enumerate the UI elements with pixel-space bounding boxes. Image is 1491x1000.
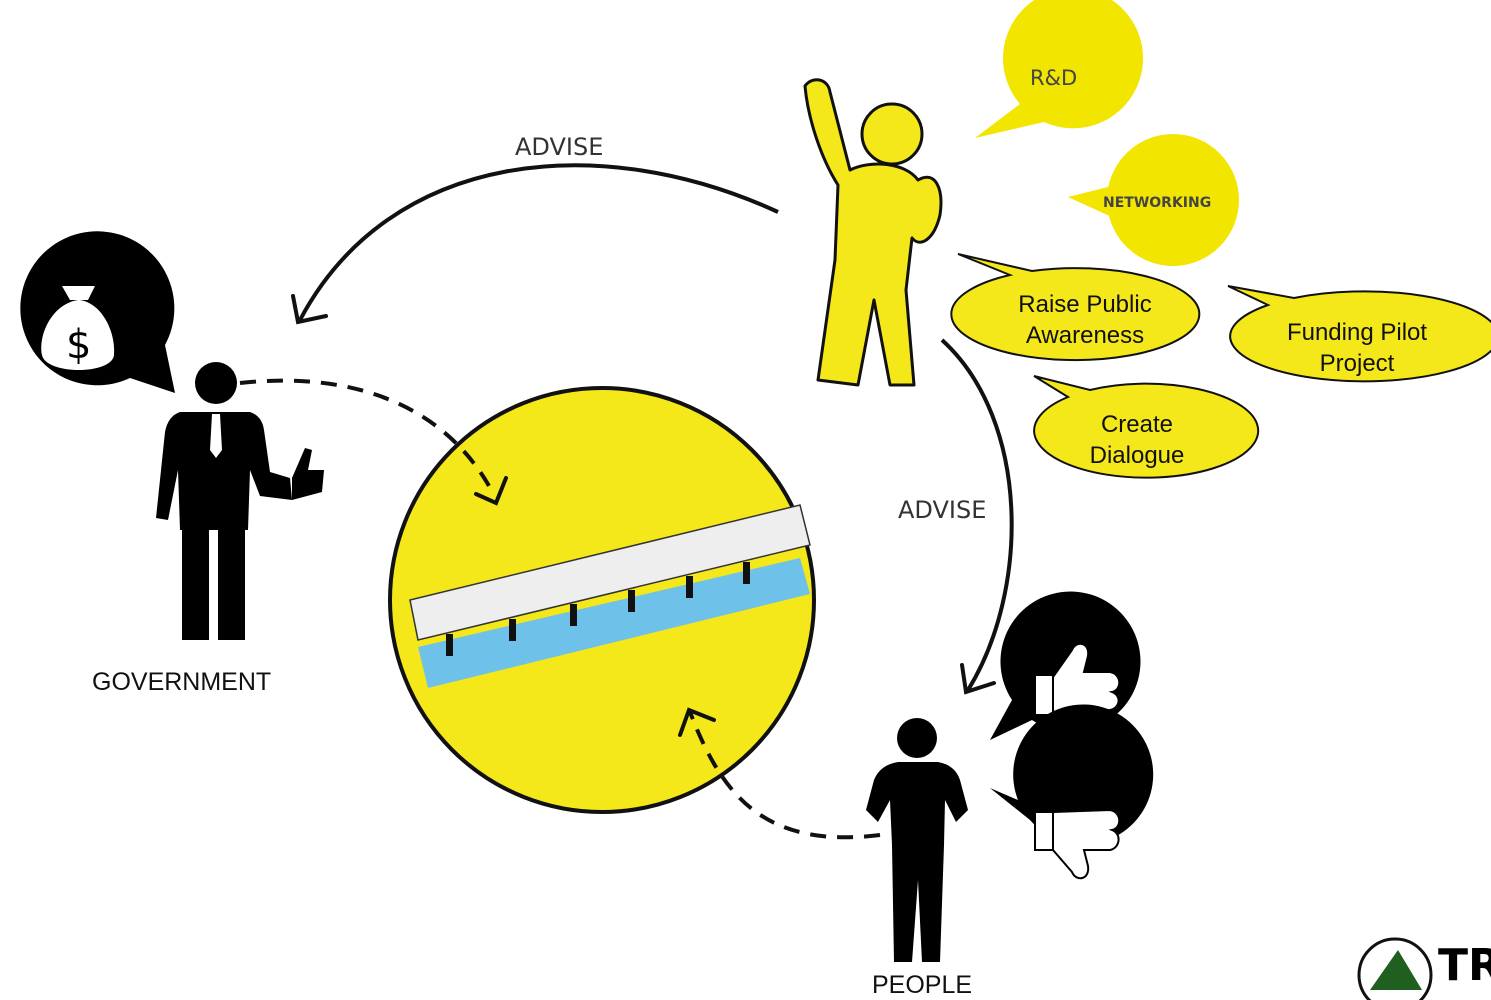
money-bag-currency: $ [66, 322, 91, 368]
government-tie [210, 414, 222, 458]
callout-create-shape [1033, 375, 1260, 479]
callout-funding-line1: Funding Pilot [1287, 319, 1427, 346]
dashed-arrow-people-to-project [688, 711, 881, 840]
advise-label-top: ADVISE [515, 133, 603, 161]
people-figure [866, 718, 968, 962]
rd-bubble: R&D [975, 0, 1144, 138]
people-label: PEOPLE [872, 971, 972, 999]
callout-raise-line2: Awareness [1026, 322, 1144, 349]
thumbs-down-bubble [990, 704, 1154, 880]
advise-arrow-government [298, 163, 779, 321]
rd-bubble-text: R&D [1030, 66, 1077, 90]
bridge-water-band [418, 558, 810, 688]
callout-create-line1: Create [1101, 411, 1173, 438]
advocate-figure [803, 78, 943, 387]
money-bag-bubble: $ [20, 231, 175, 393]
advocate-head [860, 102, 924, 166]
advise-arrow-people [940, 338, 1014, 692]
government-leg-right [218, 528, 245, 640]
government-head [195, 362, 237, 404]
rd-bubble-shape [975, 0, 1144, 138]
central-project-circle [388, 386, 816, 814]
thumbs-down-hand-shape [1052, 808, 1121, 880]
advocate-body [803, 78, 943, 387]
thumbs-down-icon [1034, 808, 1121, 880]
government-leg-left [182, 528, 209, 640]
networking-bubble-shape [1107, 134, 1239, 266]
central-circle [388, 386, 816, 814]
association-logo: TRE [1357, 935, 1491, 1000]
networking-bubble: NETWORKING [1068, 134, 1239, 266]
bridge-piers [446, 562, 750, 656]
networking-bubble-tail [1068, 186, 1114, 218]
bridge-pier [570, 604, 577, 626]
thumbs-up-cuff [1034, 674, 1054, 716]
thumbs-up-icon [1034, 642, 1121, 716]
callout-create-line2: Dialogue [1090, 442, 1185, 469]
government-label: GOVERNMENT [92, 668, 271, 696]
callout-funding-shape [1227, 285, 1491, 383]
people-body [866, 762, 968, 962]
callout-create-dialogue: Create Dialogue [1033, 375, 1260, 479]
people-head [897, 718, 937, 758]
bridge-pier [686, 576, 693, 598]
logo-text: TRE [1438, 940, 1491, 991]
networking-bubble-text: NETWORKING [1103, 195, 1211, 211]
callout-raise-shape [950, 253, 1201, 362]
logo-pyramid-icon [1370, 950, 1422, 990]
advise-arrowhead-government [291, 294, 328, 325]
callout-funding-line2: Project [1320, 350, 1395, 377]
government-figure [156, 362, 324, 640]
thumbs-up-hand-shape [1052, 642, 1121, 716]
bridge-pier [446, 634, 453, 656]
dashed-arrowhead-government [474, 476, 508, 506]
callout-raise-line1: Raise Public [1018, 291, 1151, 318]
callout-funding-pilot-project: Funding Pilot Project [1227, 285, 1491, 383]
bridge-deck [409, 504, 811, 641]
callout-raise-public-awareness: Raise Public Awareness [950, 253, 1201, 362]
thumbs-up-hand [292, 448, 324, 500]
thumbs-down-bubble-shape [990, 704, 1154, 845]
dashed-arrowhead-people [678, 707, 716, 737]
bridge-pier [509, 619, 516, 641]
bridge-pier [628, 590, 635, 612]
advise-label-right: ADVISE [898, 496, 986, 524]
advise-arrowhead-people [960, 663, 996, 695]
thumbs-up-bubble [990, 591, 1141, 740]
money-bag-icon [41, 286, 115, 370]
government-torso [156, 412, 292, 530]
thumbs-down-cuff [1034, 811, 1054, 851]
bridge-pier [743, 562, 750, 584]
